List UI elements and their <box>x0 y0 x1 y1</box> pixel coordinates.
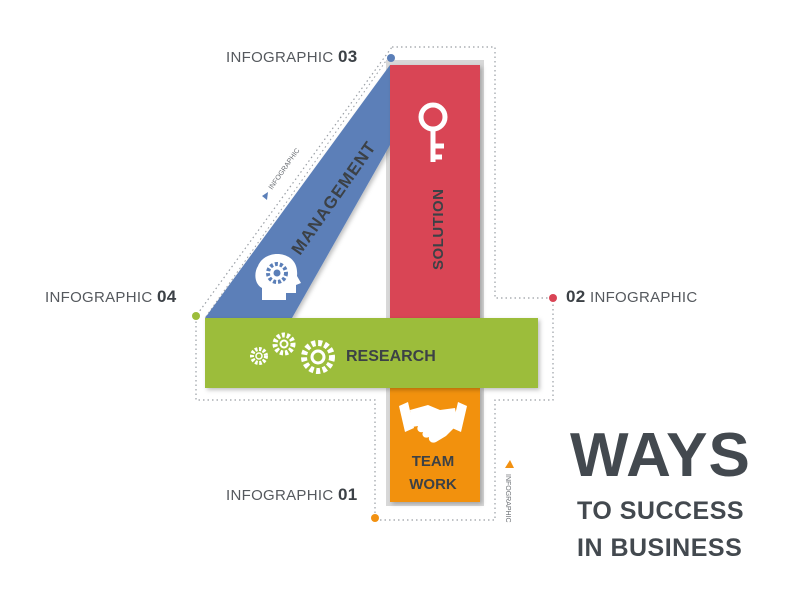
small-infographic-left: INFOGRAPHIC <box>268 147 302 191</box>
infographic-03-text: INFOGRAPHIC <box>226 49 334 66</box>
dot-02 <box>549 294 557 302</box>
infographic-02-number: 02 <box>566 287 586 306</box>
solution-label: SOLUTION <box>430 189 447 271</box>
inner-dotted <box>204 57 389 319</box>
infographic-02-label: 02 INFOGRAPHIC <box>566 287 697 307</box>
handshake-icon <box>399 402 467 443</box>
arrow-left-marker <box>262 192 268 200</box>
title-ways: WAYS <box>570 421 751 490</box>
dot-01 <box>371 514 379 522</box>
key-icon <box>418 102 448 162</box>
infographic-01-text: INFOGRAPHIC <box>226 487 334 504</box>
gears-icon <box>250 332 335 374</box>
head-gear-icon <box>255 254 301 300</box>
infographic-01-number: 01 <box>337 485 358 504</box>
title-in-business: IN BUSINESS <box>577 534 743 562</box>
arrow-right-marker <box>505 460 514 468</box>
small-infographic-right: INFOGRAPHIC <box>504 474 511 523</box>
infographic-04-number: 04 <box>156 287 177 306</box>
infographic-01-label: INFOGRAPHIC 01 <box>226 485 357 505</box>
management-segment <box>205 65 390 318</box>
dot-04 <box>192 312 200 320</box>
infographic-03-label: INFOGRAPHIC 03 <box>226 47 357 67</box>
infographic-02-text: INFOGRAPHIC <box>589 289 698 306</box>
outline-dotted <box>195 46 554 521</box>
title-to-success: TO SUCCESS <box>577 497 745 525</box>
research-label: RESEARCH <box>346 348 436 365</box>
dot-03 <box>387 54 395 62</box>
infographic-03-number: 03 <box>337 47 358 66</box>
infographic-04-label: INFOGRAPHIC 04 <box>45 287 176 307</box>
teamwork-label-line2: WORK <box>409 476 457 493</box>
teamwork-label-line1: TEAM <box>412 453 455 470</box>
infographic-04-text: INFOGRAPHIC <box>45 289 153 306</box>
